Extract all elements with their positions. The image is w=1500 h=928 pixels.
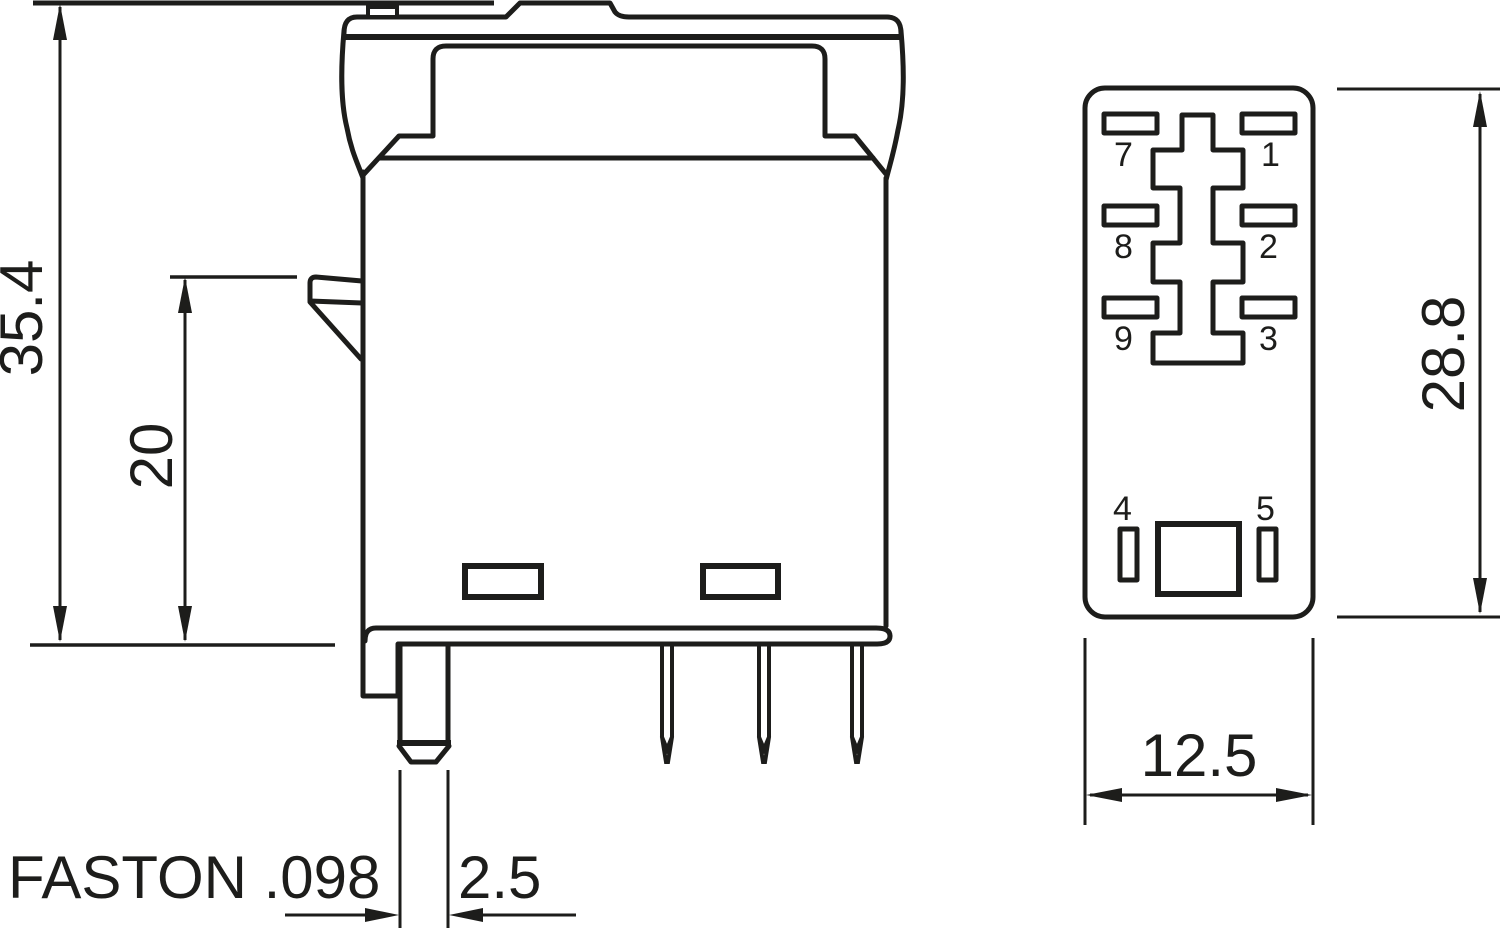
pin-slot-1 [1239, 111, 1298, 136]
dimension-overall-height: 35.4 [0, 4, 335, 647]
arrowhead-up [53, 4, 67, 40]
solder-pins [660, 642, 864, 764]
arrowhead-up [1473, 91, 1487, 127]
mounting-latch [307, 274, 365, 362]
keying-channel [1150, 112, 1246, 366]
cover-right-edge [883, 28, 906, 183]
cover-label-face [361, 43, 889, 177]
dimension-latch-height: 20 [118, 275, 297, 642]
solder-pin [757, 642, 771, 764]
arrowhead-down [53, 606, 67, 642]
pin-number-5: 5 [1256, 490, 1275, 528]
terminal-type-label: FASTON .098 [8, 844, 380, 911]
pin-slot-4 [1117, 526, 1140, 583]
pin-slot-9 [1101, 295, 1160, 320]
cover-top-profile [341, 0, 904, 36]
cover-top-tab [366, 5, 399, 19]
latch-brace [307, 299, 364, 362]
pin-slot-8 [1101, 203, 1160, 228]
arrowhead-left [449, 908, 483, 922]
coil-window [1155, 521, 1242, 597]
side-view: 35.4 20 FASTON .098 2.5 [0, 0, 906, 928]
pin-number-2: 2 [1259, 228, 1278, 266]
extension-lines [1083, 638, 1315, 825]
footprint-view: 7 1 8 2 9 3 4 5 28.8 12.5 [1082, 85, 1500, 825]
cover-left-edge [339, 28, 366, 181]
pin-number-9: 9 [1114, 320, 1133, 358]
relay-body [360, 169, 893, 699]
arrowhead-down [1473, 578, 1487, 614]
pin-slots [1101, 111, 1298, 597]
arrowhead-right [365, 908, 399, 922]
socket-outline [1082, 85, 1316, 620]
arrowhead-down [178, 606, 192, 642]
pin-numbers: 7 1 8 2 9 3 4 5 [1113, 136, 1280, 528]
solder-pin [850, 642, 864, 764]
dimension-terminal-width: FASTON .098 2.5 [8, 770, 576, 928]
arrowhead-right [1276, 788, 1312, 802]
dim-label-socket-height: 28.8 [1410, 296, 1477, 413]
pin-number-7: 7 [1114, 136, 1133, 174]
pin-slot-7 [1101, 111, 1160, 136]
body-window-right [700, 563, 781, 600]
body-bottom-line [362, 625, 893, 644]
faston-blade-sides [397, 641, 451, 746]
pin-slot-5 [1256, 526, 1279, 583]
faston-terminal [396, 641, 452, 765]
dim-label-overall-height: 35.4 [0, 260, 55, 377]
latch-flap [307, 274, 365, 306]
pin-number-8: 8 [1114, 228, 1133, 266]
pin-number-1: 1 [1261, 136, 1280, 174]
pin-slot-3 [1239, 295, 1298, 320]
body-window-left [462, 563, 544, 600]
solder-pin [660, 642, 674, 764]
pin-number-3: 3 [1259, 320, 1278, 358]
dim-label-terminal-width: 2.5 [458, 844, 541, 911]
base-plate-line [395, 633, 893, 647]
pin-number-4: 4 [1113, 490, 1132, 528]
dim-label-socket-width: 12.5 [1141, 722, 1258, 789]
relay-cover [339, 0, 906, 183]
extension-lines [1337, 87, 1500, 619]
body-left-edge [360, 169, 401, 699]
extension-lines-terminal [398, 770, 450, 928]
arrowhead-up [178, 277, 192, 313]
dimension-socket-width: 12.5 [1083, 638, 1315, 825]
arrowhead-left [1086, 788, 1122, 802]
faston-tip [396, 743, 452, 765]
dimension-socket-height: 28.8 [1337, 87, 1500, 619]
dim-label-latch-height: 20 [118, 423, 185, 490]
pin-slot-2 [1239, 203, 1298, 228]
